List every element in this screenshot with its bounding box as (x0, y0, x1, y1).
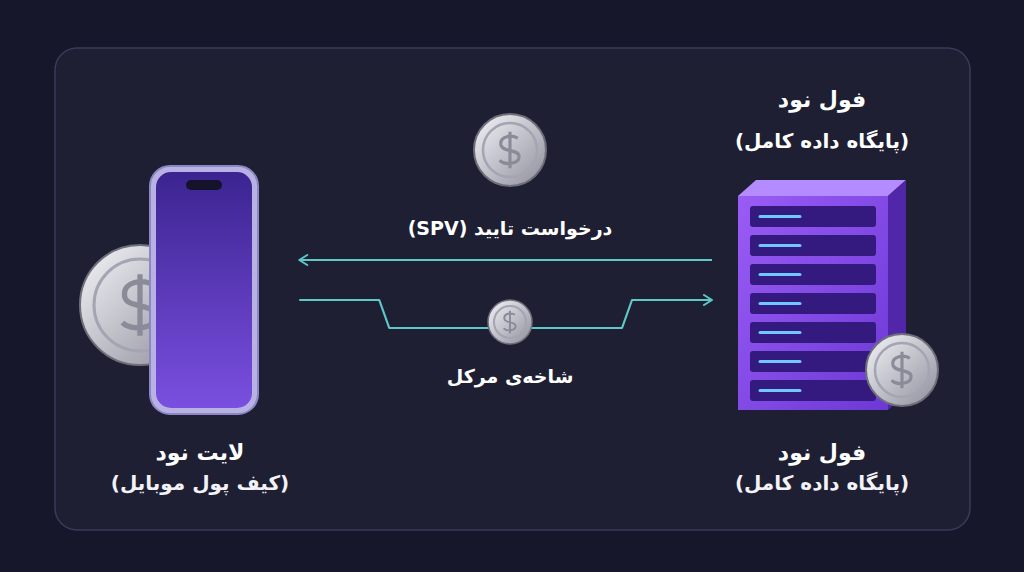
server-illustration (760, 215, 800, 218)
coin-icon (504, 311, 516, 333)
node-title: لایت نود (156, 437, 245, 469)
full-node: فول نود(پایگاه داده کامل) (712, 178, 932, 508)
coin-icon (474, 114, 546, 186)
node-title: فول نود (778, 84, 866, 116)
coin-icon (892, 352, 912, 388)
coin-icon (488, 300, 532, 344)
coin-icon (866, 334, 938, 406)
server-illustration (760, 389, 800, 392)
coin-icon (504, 311, 516, 333)
arrow-connector (299, 259, 712, 261)
coin-icon (892, 352, 912, 388)
server-illustration (738, 196, 888, 410)
server-illustration (750, 206, 876, 227)
server-illustration (750, 380, 876, 401)
server-illustration (750, 235, 876, 256)
coin-icon (494, 306, 526, 338)
edge-label: شاخه‌ی مرکل (441, 364, 580, 388)
server-illustration (760, 331, 800, 334)
edge-label: درخواست تایید (SPV) (402, 216, 619, 240)
node-title: فول نود (778, 437, 866, 469)
server-illustration (750, 206, 876, 401)
coin-icon (500, 132, 519, 168)
phone-illustration (150, 166, 258, 414)
server-illustration (760, 273, 800, 276)
server-illustration (760, 302, 800, 305)
phone-illustration (186, 180, 222, 190)
server-illustration (760, 244, 800, 247)
coin-icon (500, 132, 519, 168)
coin-icon (866, 334, 938, 406)
server-illustration (750, 293, 876, 314)
node-subtitle: (پایگاه داده کامل) (735, 469, 909, 498)
panel (55, 48, 970, 530)
node-subtitle: (پایگاه داده کامل) (735, 127, 909, 156)
coin-icon (488, 300, 532, 344)
server-illustration (760, 360, 800, 363)
coin-icon (875, 343, 929, 397)
server-illustration (760, 217, 800, 391)
phone-illustration (156, 172, 252, 408)
server-illustration (750, 322, 876, 343)
light-node: لایت نود(کیف پول موبایل) (101, 160, 300, 508)
node-subtitle: (کیف پول موبایل) (111, 469, 290, 498)
server-illustration (738, 180, 906, 196)
phone-illustration (150, 166, 258, 414)
coin-icon (474, 114, 546, 186)
server-illustration (750, 264, 876, 285)
server-illustration (750, 351, 876, 372)
coin-icon (483, 123, 537, 177)
